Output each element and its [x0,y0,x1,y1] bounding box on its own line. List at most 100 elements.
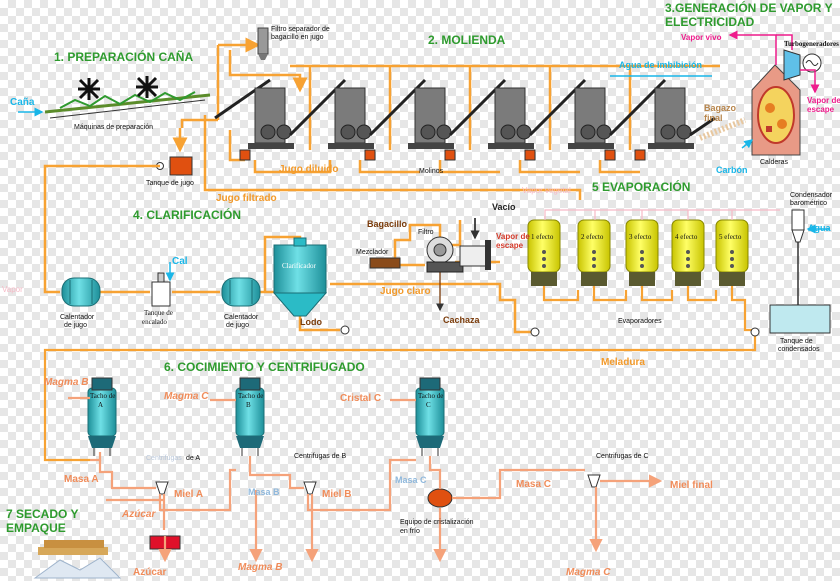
label-masa-c-a: Masa C [395,475,427,485]
label-tanque-encalado-2: encalado [142,318,167,326]
label-centrifugas-c: Centrifugas de C [596,453,649,460]
pump-lodo-icon [340,325,350,335]
tanque-jugo-shape [169,156,193,176]
label-centrifugas-a-1: Centrifugas [146,455,182,462]
label-vapor-escape-gen-1: Vapor de [807,96,840,105]
filtro-separador-icon [257,27,269,60]
label-calentador-1a: Calentador [60,314,95,321]
tacho-c [415,377,445,456]
section-preparacion: 1. PREPARACIÓN CAÑA [54,50,194,64]
equipo-cristalizacion-shape [427,488,453,508]
label-miel-final: Miel final [670,480,713,491]
pump-meladura-icon [750,327,760,337]
condensador-shape [769,209,831,334]
filtro-rotatorio-shape [426,236,491,273]
label-masa-c-b: Masa C [516,479,552,490]
tacho-b [235,377,265,456]
label-jugo-claro: Jugo claro [380,286,431,297]
mill-6 [608,78,694,161]
label-centrifugas-a-2: de A [186,455,201,462]
label-magma-b-top: Magma B [44,377,89,388]
mezclador-shape [369,257,401,269]
label-tanque-cond-2: condensados [778,346,820,353]
label-lodo: Lodo [300,317,322,327]
label-azucar-bottom: Azúcar [133,567,167,578]
label-tanque-encalado-1: Tanque de [144,309,173,317]
label-cristal-c: Cristal C [340,393,382,404]
tacho-a [87,377,117,456]
label-tacho-c-2: C [426,401,431,409]
label-vapor-vegetal: Vapor vegetal [522,186,571,195]
label-magma-b-bottom: Magma B [238,562,283,573]
evaporator-2 [577,219,611,286]
label-azucar-top: Azúcar [122,509,156,520]
calentador-1-shape [61,277,101,307]
label-tanque-cond-1: Tanque de [780,338,813,345]
evaporator-5 [715,219,749,286]
mill-5 [528,78,616,161]
label-tacho-a-2: A [98,401,104,409]
label-mezclador: Mezclador [356,249,389,256]
label-calentador-1b: de jugo [64,322,87,329]
label-jugo-filtrado: Jugo filtrado [216,193,277,204]
label-vapor-escape-evap-2: escape [496,241,524,250]
label-miel-b: Miel B [322,489,352,500]
label-tacho-c-1: Tacho de [418,392,444,400]
label-equipo-1: Equipo de cristalización [400,519,474,526]
label-equipo-2: en frío [400,528,420,535]
label-magma-c-bottom: Magma C [566,567,611,578]
label-tacho-a-1: Tacho de [90,392,116,400]
label-bagazo-1: Bagazo [704,103,737,113]
steam-lines [728,30,820,94]
section-generacion-1: 3.GENERACIÓN DE VAPOR Y [665,1,833,15]
evaporator-juice-lines [43,286,757,462]
section-generacion-2: ELECTRICIDAD [665,15,755,29]
label-calentador-2a: Calentador [224,314,259,321]
label-agua-imbibicion: Agua de imbibición [619,60,703,70]
label-bagazo-2: final [704,113,723,123]
label-magma-c-top: Magma C [164,391,209,402]
label-efecto-2: 2 efecto [581,233,604,241]
label-vapor-escape-evap-1: Vapor de [496,232,530,241]
cutter-1-icon [78,78,100,100]
label-masa-a: Masa A [64,474,99,485]
mill-1 [214,78,294,161]
tachos [87,377,445,456]
label-miel-a: Miel A [174,489,204,500]
label-filtro-separador-2: bagacillo en jugo [271,34,324,41]
label-turbogeneradores: Turbogeneradores [784,40,839,48]
label-vapor-left: Vapor [2,285,23,294]
label-calentador-2b: de jugo [226,322,249,329]
label-masa-b: Masa B [248,487,280,497]
label-efecto-1: 1 efecto [531,233,554,241]
clarificador-shape [272,237,328,317]
cocimiento-lines [68,396,663,563]
label-filtro-separador-1: Filtro separador de [271,26,330,33]
cutter-2-icon [136,76,158,98]
label-meladura: Meladura [601,357,645,368]
section-clarificacion: 4. CLARIFICACIÓN [133,208,241,222]
evaporator-4 [671,219,705,286]
label-condensador-2: barométrico [790,200,827,207]
label-efecto-5: 5 efecto [719,233,742,241]
label-molinos: Molinos [419,168,444,175]
label-bagacillo: Bagacillo [367,219,408,229]
label-tanque-jugo: Tanque de jugo [146,180,194,187]
label-condensador-1: Condensador [790,192,833,199]
molinos-group [214,78,747,161]
tanque-encalado-shape [151,272,171,307]
label-calderas: Calderas [760,159,789,166]
section-cocimiento: 6. COCIMIENTO Y CENTRIFUGADO [164,360,365,374]
evaporators-shapes [527,209,780,286]
label-cal: Cal [172,256,188,267]
carbon-arrow [741,139,754,149]
calentador-2-shape [221,277,261,307]
pump-evap-icon [530,327,540,337]
section-secado-2: EMPAQUE [6,521,66,535]
label-vapor-escape-gen-2: escape [807,105,835,114]
label-jugo-diluido: Jugo diluido [279,164,339,175]
mill-4 [448,78,536,161]
label-tacho-b-1: Tacho de [238,392,264,400]
section-evaporacion: 5 EVAPORACIÓN [592,180,691,194]
